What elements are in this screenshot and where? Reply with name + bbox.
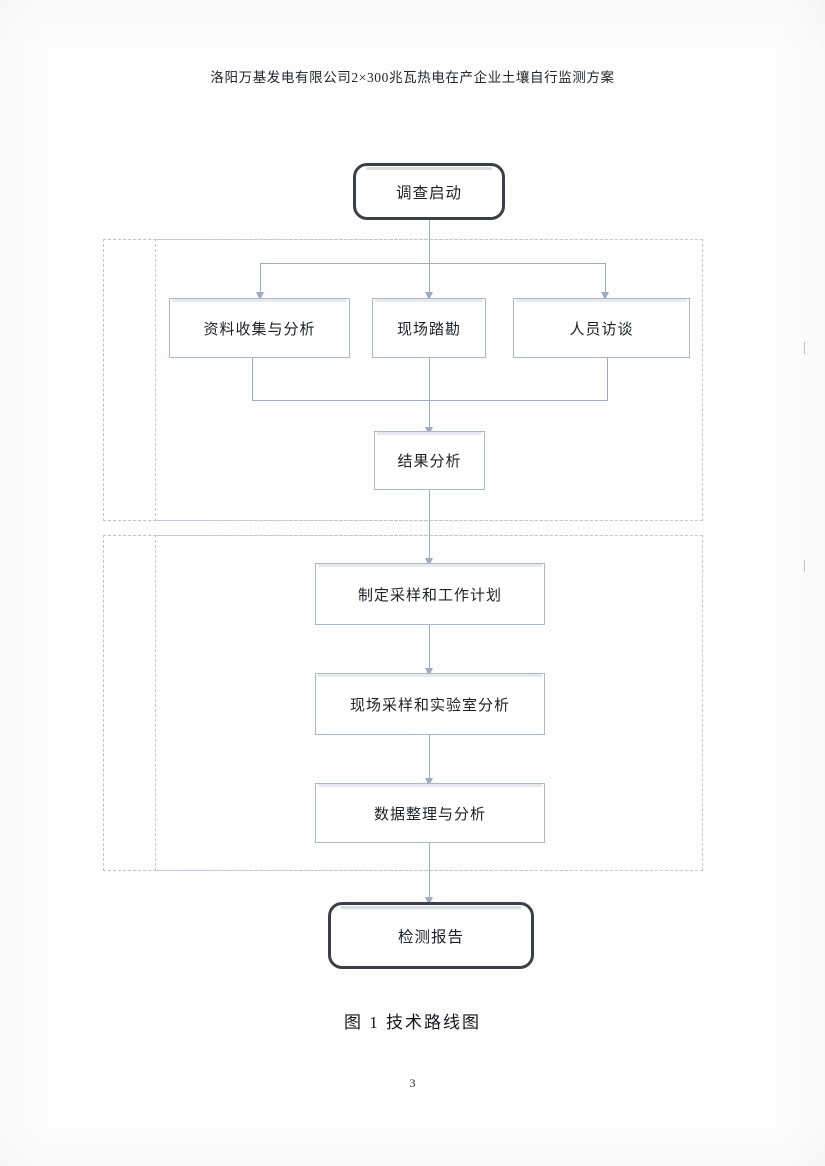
arrowhead-to-data bbox=[256, 292, 264, 300]
flow-node-sampling-plan[interactable]: 制定采样和工作计划 bbox=[315, 563, 545, 625]
connector-sampling-to-analysis bbox=[429, 735, 430, 782]
connector-data-down bbox=[252, 358, 253, 400]
connector-to-data bbox=[260, 263, 261, 296]
flow-node-label: 结果分析 bbox=[397, 454, 462, 470]
arrowhead-to-report bbox=[425, 897, 433, 905]
flow-node-field-sampling-lab-analysis[interactable]: 现场采样和实验室分析 bbox=[315, 673, 545, 735]
flow-node-label: 制定采样和工作计划 bbox=[357, 587, 502, 604]
scan-edge-mark bbox=[804, 342, 805, 354]
flow-node-label: 现场踏勘 bbox=[396, 321, 461, 338]
flow-node-label: 人员访谈 bbox=[569, 321, 634, 338]
arrowhead-to-analysis bbox=[425, 778, 433, 786]
flow-node-result-analysis[interactable]: 结果分析 bbox=[374, 431, 485, 490]
connector-distribution-bar bbox=[260, 263, 606, 264]
flow-node-data-processing[interactable]: 数据整理与分析 bbox=[315, 783, 545, 843]
arrowhead-to-sampling bbox=[425, 668, 433, 676]
connector-to-site bbox=[429, 263, 430, 296]
connector-site-down bbox=[429, 358, 430, 431]
arrowhead-to-plan bbox=[425, 558, 433, 566]
figure-caption: 图 1 技术路线图 bbox=[344, 1013, 481, 1032]
page-number: 3 bbox=[409, 1076, 416, 1090]
arrowhead-to-interview bbox=[601, 292, 609, 300]
arrowhead-to-site bbox=[425, 292, 433, 300]
connector-interview-down bbox=[607, 358, 608, 400]
connector-plan-to-sampling bbox=[429, 625, 430, 672]
connector-start-down bbox=[429, 220, 430, 263]
flow-node-label: 调查启动 bbox=[395, 184, 462, 202]
flow-node-label: 检测报告 bbox=[397, 928, 464, 946]
connector-to-interview bbox=[605, 263, 606, 296]
flow-node-label: 现场采样和实验室分析 bbox=[349, 697, 510, 714]
flow-node-data-collection[interactable]: 资料收集与分析 bbox=[169, 298, 350, 358]
flow-node-personnel-interview[interactable]: 人员访谈 bbox=[513, 298, 690, 358]
flow-node-site-survey[interactable]: 现场踏勘 bbox=[372, 298, 486, 358]
flow-node-test-report[interactable]: 检测报告 bbox=[328, 902, 534, 969]
connector-analysis-to-report bbox=[429, 843, 430, 901]
flow-node-label: 数据整理与分析 bbox=[373, 806, 486, 823]
scan-edge-mark bbox=[804, 560, 805, 572]
page-header-title: 洛阳万基发电有限公司2×300兆瓦热电在产企业土壤自行监测方案 bbox=[210, 70, 615, 85]
flow-node-label: 资料收集与分析 bbox=[203, 321, 316, 338]
flow-node-start[interactable]: 调查启动 bbox=[353, 163, 505, 220]
connector-merge-bar bbox=[252, 400, 608, 401]
connector-result-to-plan bbox=[429, 490, 430, 562]
